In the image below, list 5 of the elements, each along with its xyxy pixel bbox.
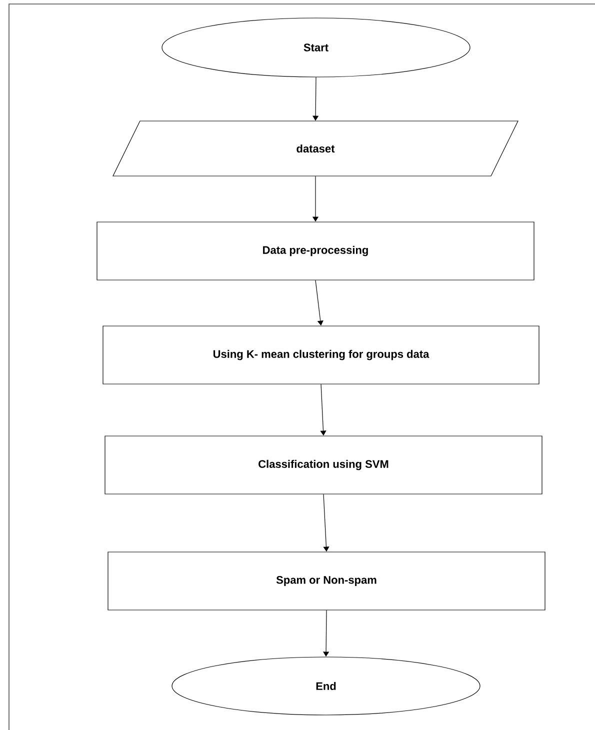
process-box: Data pre-processing	[96, 222, 534, 280]
input-parallelogram: dataset	[112, 120, 518, 176]
process-box: Spam or Non-spam	[108, 552, 546, 610]
process-box: Classification using SVM	[104, 436, 542, 494]
process-box: Using K- mean clustering for groups data	[102, 326, 540, 384]
